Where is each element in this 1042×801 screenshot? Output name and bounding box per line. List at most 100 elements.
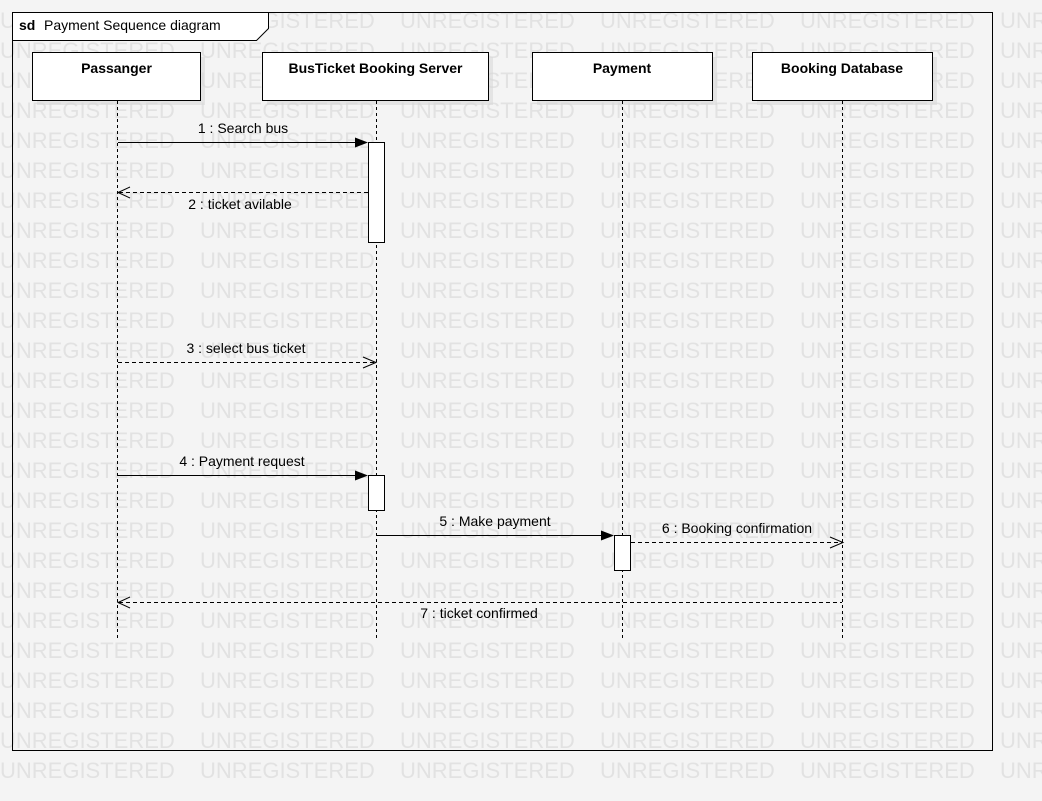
watermark-text: UNREGISTERED bbox=[400, 398, 575, 423]
watermark-text: UNREGISTERED bbox=[800, 728, 975, 753]
watermark-text: UNREGISTERED bbox=[200, 518, 375, 543]
watermark-text: UNREGISTERED bbox=[800, 458, 975, 483]
message-7[interactable]: 7 : ticket confirmed bbox=[116, 596, 842, 621]
watermark-text: UNREGISTERED bbox=[800, 698, 975, 723]
watermark-text: UNREGISTERED bbox=[1000, 608, 1042, 633]
watermark-text: UNREGISTERED bbox=[800, 638, 975, 663]
watermark-text: UNREGISTERED bbox=[800, 278, 975, 303]
watermark-text: UNREGISTERED bbox=[0, 638, 175, 663]
watermark-text: UNREGISTERED bbox=[0, 728, 175, 753]
watermark-text: UNREGISTERED bbox=[1000, 398, 1042, 423]
watermark-text: UNREGISTERED bbox=[600, 608, 775, 633]
watermark-text: UNREGISTERED bbox=[0, 188, 175, 213]
watermark-text: UNREGISTERED bbox=[0, 398, 175, 423]
watermark-text: UNREGISTERED bbox=[600, 8, 775, 33]
lifeline-label-passenger: Passanger bbox=[81, 60, 152, 76]
watermark-text: UNREGISTERED bbox=[800, 518, 975, 543]
activation-server-1 bbox=[368, 142, 385, 243]
watermark-text: UNREGISTERED bbox=[400, 368, 575, 393]
lifeline-label-server: BusTicket Booking Server bbox=[288, 60, 463, 76]
watermark-text: UNREGISTERED bbox=[200, 728, 375, 753]
frame-title: Payment Sequence diagram bbox=[44, 17, 221, 33]
watermark-text: UNREGISTERED bbox=[0, 308, 175, 333]
watermark-text: UNREGISTERED bbox=[1000, 158, 1042, 183]
watermark-text: UNREGISTERED bbox=[400, 428, 575, 453]
watermark-text: UNREGISTERED bbox=[800, 578, 975, 603]
watermark-text: UNREGISTERED bbox=[400, 338, 575, 363]
watermark-text: UNREGISTERED bbox=[400, 188, 575, 213]
watermark-text: UNREGISTERED bbox=[600, 668, 775, 693]
watermark-text: UNREGISTERED bbox=[200, 338, 375, 363]
watermark-text: UNREGISTERED bbox=[0, 758, 175, 783]
watermark-text: UNREGISTERED bbox=[400, 488, 575, 513]
watermark-text: UNREGISTERED bbox=[200, 308, 375, 333]
watermark: UNREGISTERED UNREGISTERED UNREGISTERED UNRE… bbox=[0, 8, 1042, 783]
watermark-text: UNREGISTERED bbox=[0, 668, 175, 693]
activation-payment-1 bbox=[614, 535, 631, 571]
watermark-text: UNREGISTERED bbox=[800, 248, 975, 273]
watermark-text: UNREGISTERED bbox=[200, 548, 375, 573]
watermark-text: UNREGISTERED bbox=[800, 548, 975, 573]
message-1[interactable]: 1 : Search bus bbox=[118, 120, 368, 148]
watermark-text: UNREGISTERED bbox=[1000, 668, 1042, 693]
watermark-text: UNREGISTERED bbox=[1000, 698, 1042, 723]
watermark-text: UNREGISTERED bbox=[600, 158, 775, 183]
watermark-text: UNREGISTERED bbox=[600, 758, 775, 783]
watermark-text: UNREGISTERED bbox=[1000, 8, 1042, 33]
watermark-text: UNREGISTERED bbox=[400, 128, 575, 153]
watermark-text: UNREGISTERED bbox=[0, 218, 175, 243]
message-label: 4 : Payment request bbox=[179, 453, 304, 469]
watermark-text: UNREGISTERED bbox=[800, 488, 975, 513]
watermark-text: UNREGISTERED bbox=[200, 128, 375, 153]
watermark-text: UNREGISTERED bbox=[400, 218, 575, 243]
message-label: 1 : Search bus bbox=[198, 120, 288, 136]
lifeline-head-passenger[interactable] bbox=[32, 52, 201, 101]
watermark-text: UNREGISTERED bbox=[600, 428, 775, 453]
watermark-text: UNREGISTERED bbox=[1000, 638, 1042, 663]
watermark-text: UNREGISTERED bbox=[0, 338, 175, 363]
watermark-text: UNREGISTERED bbox=[600, 128, 775, 153]
watermark-text: UNREGISTERED bbox=[0, 368, 175, 393]
watermark-text: UNREGISTERED bbox=[200, 638, 375, 663]
watermark-text: UNREGISTERED bbox=[800, 188, 975, 213]
watermark-text: UNREGISTERED bbox=[400, 548, 575, 573]
watermark-text: UNREGISTERED bbox=[400, 278, 575, 303]
watermark-text: UNREGISTERED bbox=[200, 368, 375, 393]
watermark-text: UNREGISTERED bbox=[0, 698, 175, 723]
watermark-text: UNREGISTERED bbox=[400, 758, 575, 783]
message-2[interactable]: 2 : ticket avilable bbox=[116, 186, 368, 212]
watermark-text: UNREGISTERED bbox=[400, 248, 575, 273]
message-6[interactable]: 6 : Booking confirmation bbox=[631, 520, 845, 549]
message-5[interactable]: 5 : Make payment bbox=[377, 513, 614, 541]
watermark-text: UNREGISTERED bbox=[600, 278, 775, 303]
watermark-text: UNREGISTERED bbox=[1000, 308, 1042, 333]
lifeline-head-server[interactable] bbox=[262, 52, 489, 101]
watermark-text: UNREGISTERED bbox=[400, 638, 575, 663]
watermark-text: UNREGISTERED bbox=[400, 458, 575, 483]
watermark-text: UNREGISTERED bbox=[800, 158, 975, 183]
lifeline-passenger: Passanger bbox=[32, 52, 205, 640]
watermark-text: UNREGISTERED bbox=[0, 458, 175, 483]
message-3[interactable]: 3 : select bus ticket bbox=[118, 340, 378, 369]
lifeline-head-database[interactable] bbox=[752, 52, 933, 101]
message-4[interactable]: 4 : Payment request bbox=[118, 453, 368, 481]
watermark-text: UNREGISTERED bbox=[1000, 38, 1042, 63]
watermark-text: UNREGISTERED bbox=[1000, 518, 1042, 543]
watermark-text: UNREGISTERED bbox=[400, 578, 575, 603]
watermark-text: UNREGISTERED bbox=[0, 578, 175, 603]
watermark-text: UNREGISTERED bbox=[200, 488, 375, 513]
watermark-text: UNREGISTERED bbox=[400, 158, 575, 183]
watermark-text: UNREGISTERED bbox=[600, 488, 775, 513]
watermark-text: UNREGISTERED bbox=[600, 188, 775, 213]
message-label: 3 : select bus ticket bbox=[186, 340, 305, 356]
watermark-text: UNREGISTERED bbox=[200, 248, 375, 273]
watermark-text: UNREGISTERED bbox=[0, 158, 175, 183]
watermark-text: UNREGISTERED bbox=[0, 248, 175, 273]
watermark-text: UNREGISTERED bbox=[1000, 188, 1042, 213]
watermark-text: UNREGISTERED bbox=[800, 368, 975, 393]
watermark-text: UNREGISTERED bbox=[1000, 98, 1042, 123]
lifeline-head-payment[interactable] bbox=[532, 52, 713, 101]
message-label: 7 : ticket confirmed bbox=[420, 605, 538, 621]
lifeline-label-database: Booking Database bbox=[781, 60, 903, 76]
watermark-text: UNREGISTERED bbox=[600, 638, 775, 663]
